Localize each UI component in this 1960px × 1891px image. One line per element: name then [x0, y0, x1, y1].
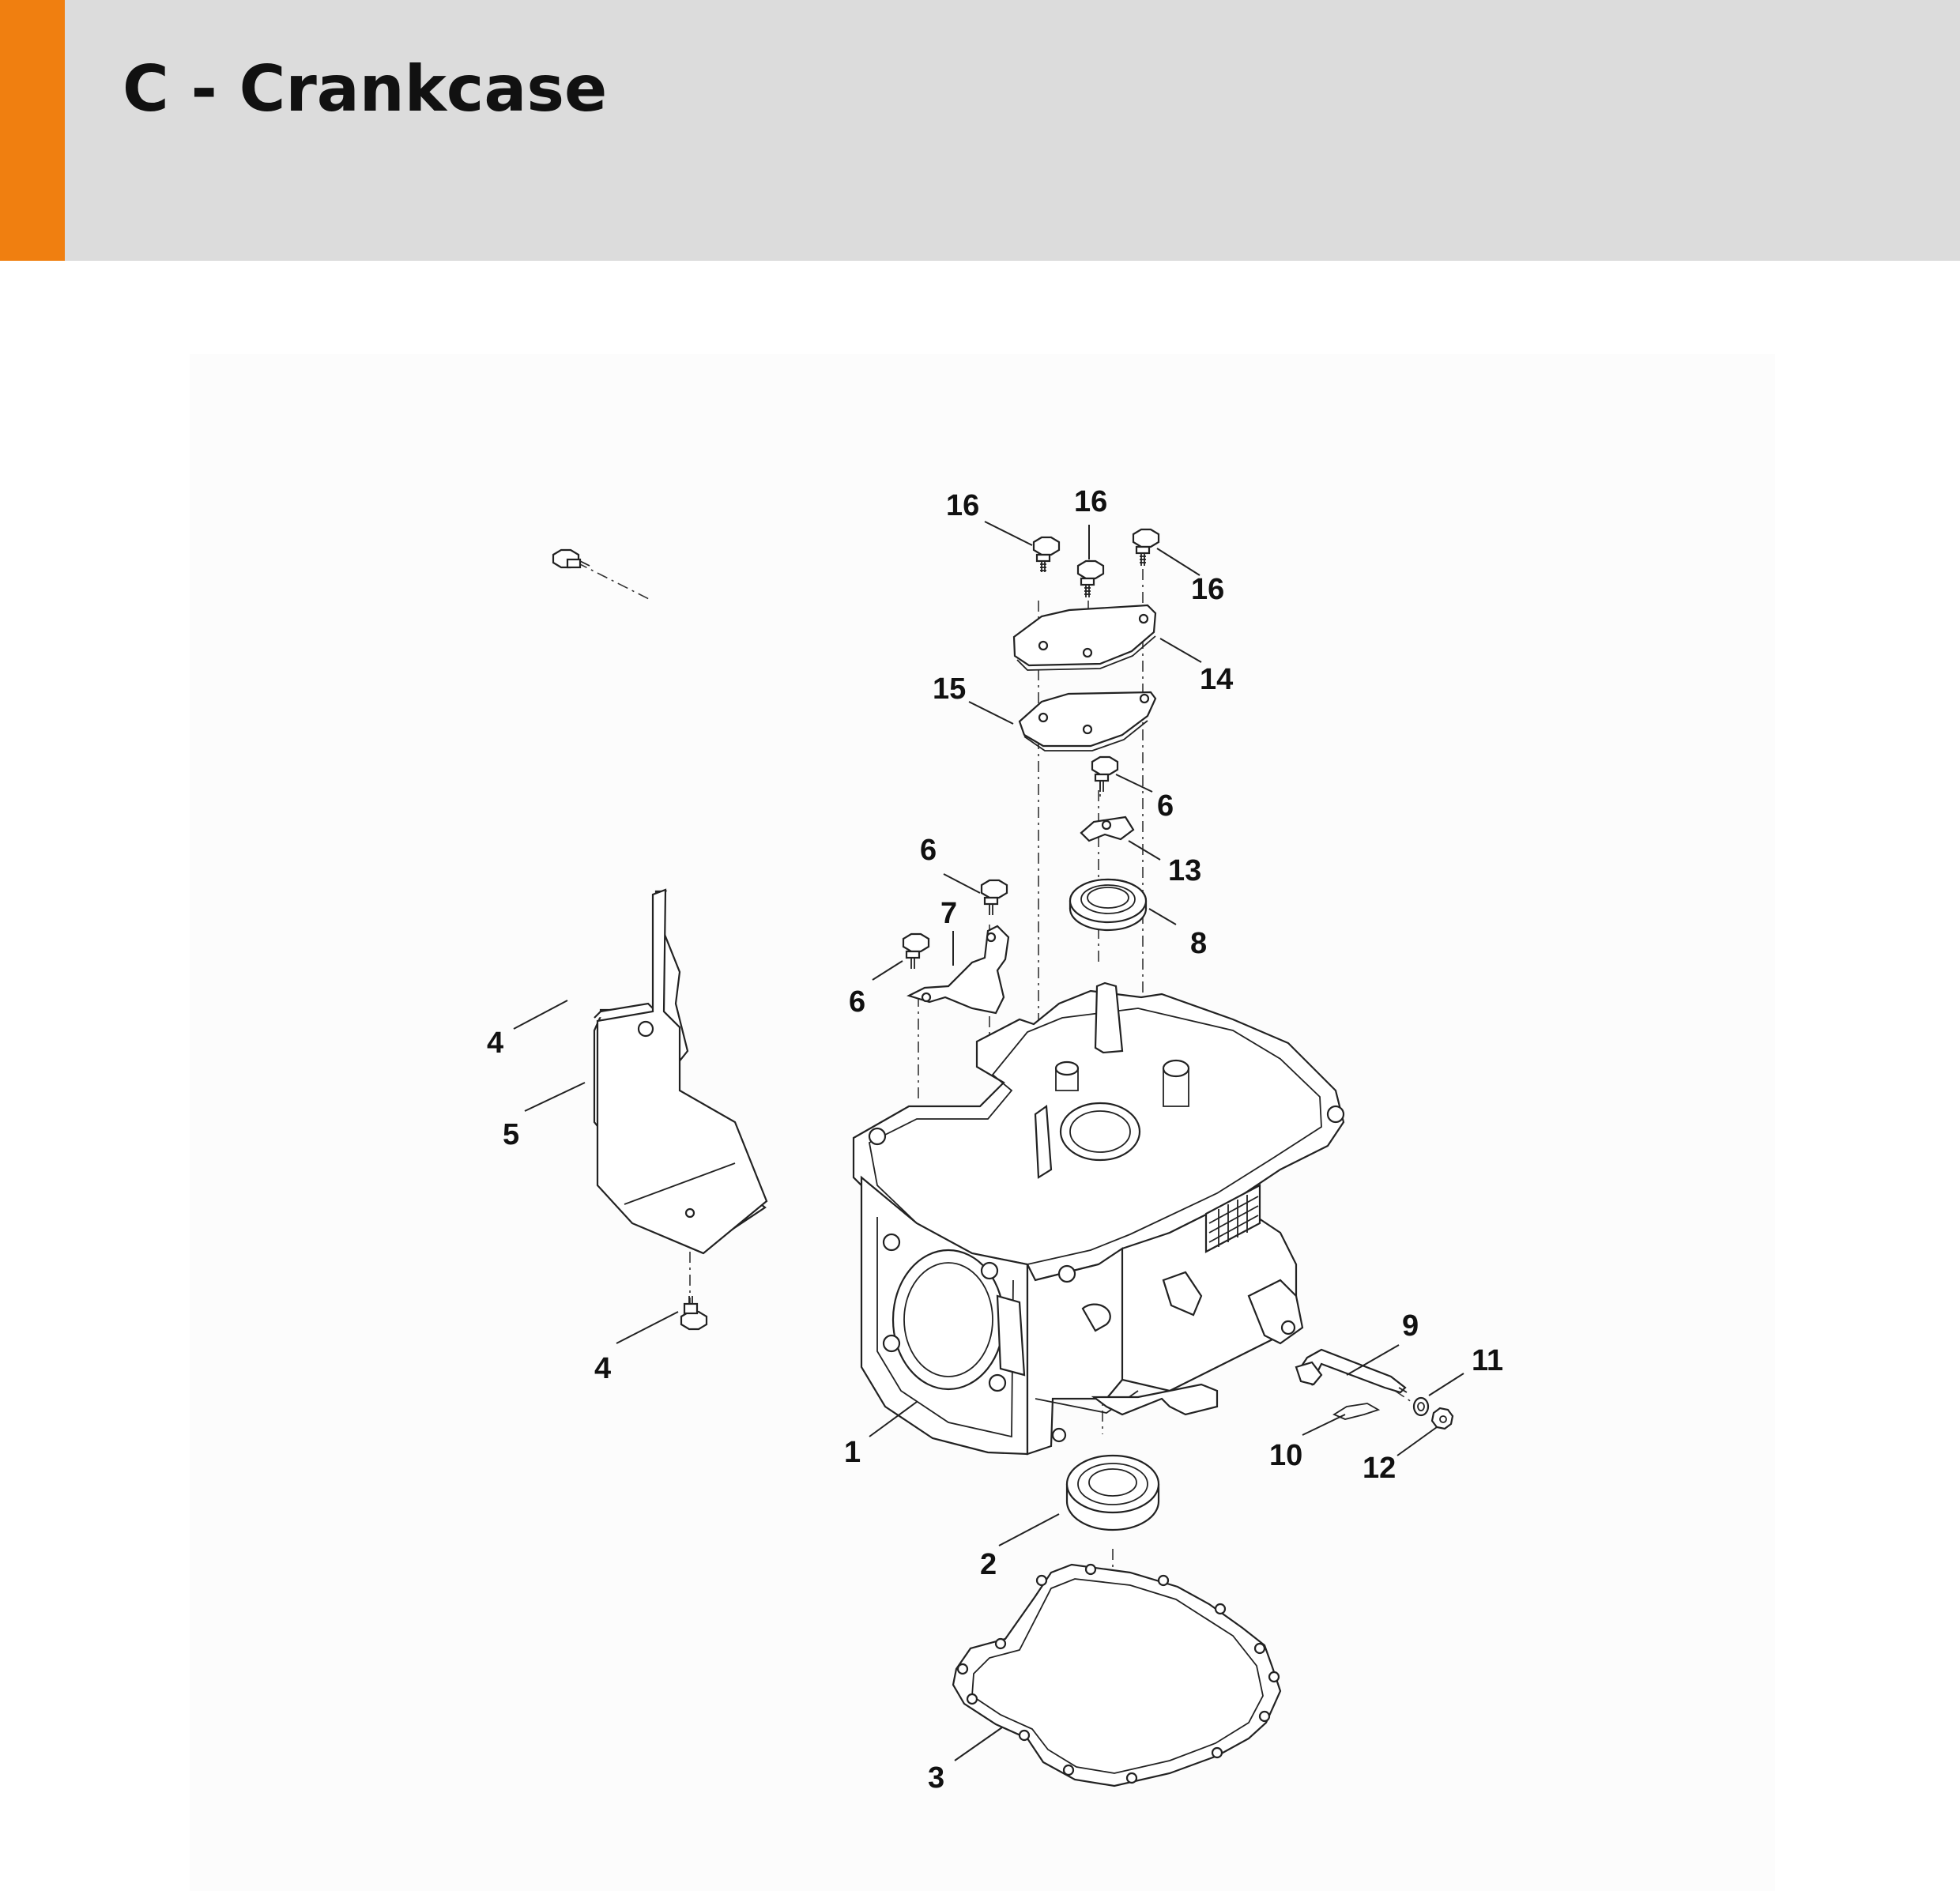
bracket-7: [906, 925, 1010, 1015]
sump-gasket-3: [952, 1563, 1282, 1787]
callout-6-lower-left: 6: [849, 985, 865, 1019]
callout-6-upper-left: 6: [920, 834, 937, 867]
clip-13: [1080, 816, 1135, 842]
callout-16-middle: 16: [1074, 485, 1107, 518]
callout-16-right: 16: [1191, 573, 1224, 606]
header-accent-bar: [0, 0, 65, 261]
flange-bolt-16-middle: [1076, 559, 1105, 597]
callout-1: 1: [844, 1436, 861, 1469]
callout-7: 7: [940, 897, 957, 930]
gasket-15: [1018, 691, 1157, 752]
callout-2: 2: [980, 1548, 997, 1581]
callout-8: 8: [1190, 927, 1207, 960]
callout-9: 9: [1402, 1309, 1419, 1343]
callout-15: 15: [933, 672, 966, 706]
callout-14: 14: [1200, 663, 1233, 696]
bolt-4-lower: [680, 1296, 708, 1331]
governor-lever-9: [1295, 1348, 1408, 1394]
crankcase-1: [852, 981, 1345, 1456]
callout-12: 12: [1363, 1452, 1396, 1485]
callout-16-left: 16: [946, 489, 979, 522]
oil-seal-8: [1069, 878, 1148, 932]
nut-12: [1430, 1407, 1454, 1430]
bolt-6-lower-left: [902, 932, 930, 969]
bolt-6-upper-left: [980, 879, 1008, 915]
callout-4-upper: 4: [487, 1026, 503, 1060]
deflector-plate-5: [593, 888, 768, 1255]
callout-labels: 16 16 16 14 15 6 13 8 6 7 6 4 5 4 1 2 3 …: [487, 485, 1503, 1795]
flange-bolt-16-left: [1032, 536, 1061, 572]
bolt-4-upper: [552, 548, 590, 569]
washer-11: [1412, 1396, 1430, 1417]
callout-5: 5: [503, 1118, 519, 1151]
leader-lines: [513, 521, 1464, 1761]
callout-4-lower: 4: [594, 1352, 611, 1385]
callout-6-upper-right: 6: [1157, 789, 1174, 823]
callout-11: 11: [1472, 1344, 1503, 1377]
flange-bolt-16-right: [1132, 528, 1160, 566]
bolt-6-upper-right: [1091, 755, 1119, 792]
page-header: C - Crankcase: [0, 0, 1960, 261]
page-title: C - Crankcase: [122, 52, 608, 126]
cover-plate-14: [1012, 604, 1157, 671]
callout-3: 3: [928, 1761, 944, 1795]
pin-10: [1332, 1403, 1381, 1420]
ball-bearing-2: [1065, 1454, 1160, 1531]
callout-10: 10: [1269, 1439, 1302, 1472]
callout-13: 13: [1168, 854, 1201, 887]
